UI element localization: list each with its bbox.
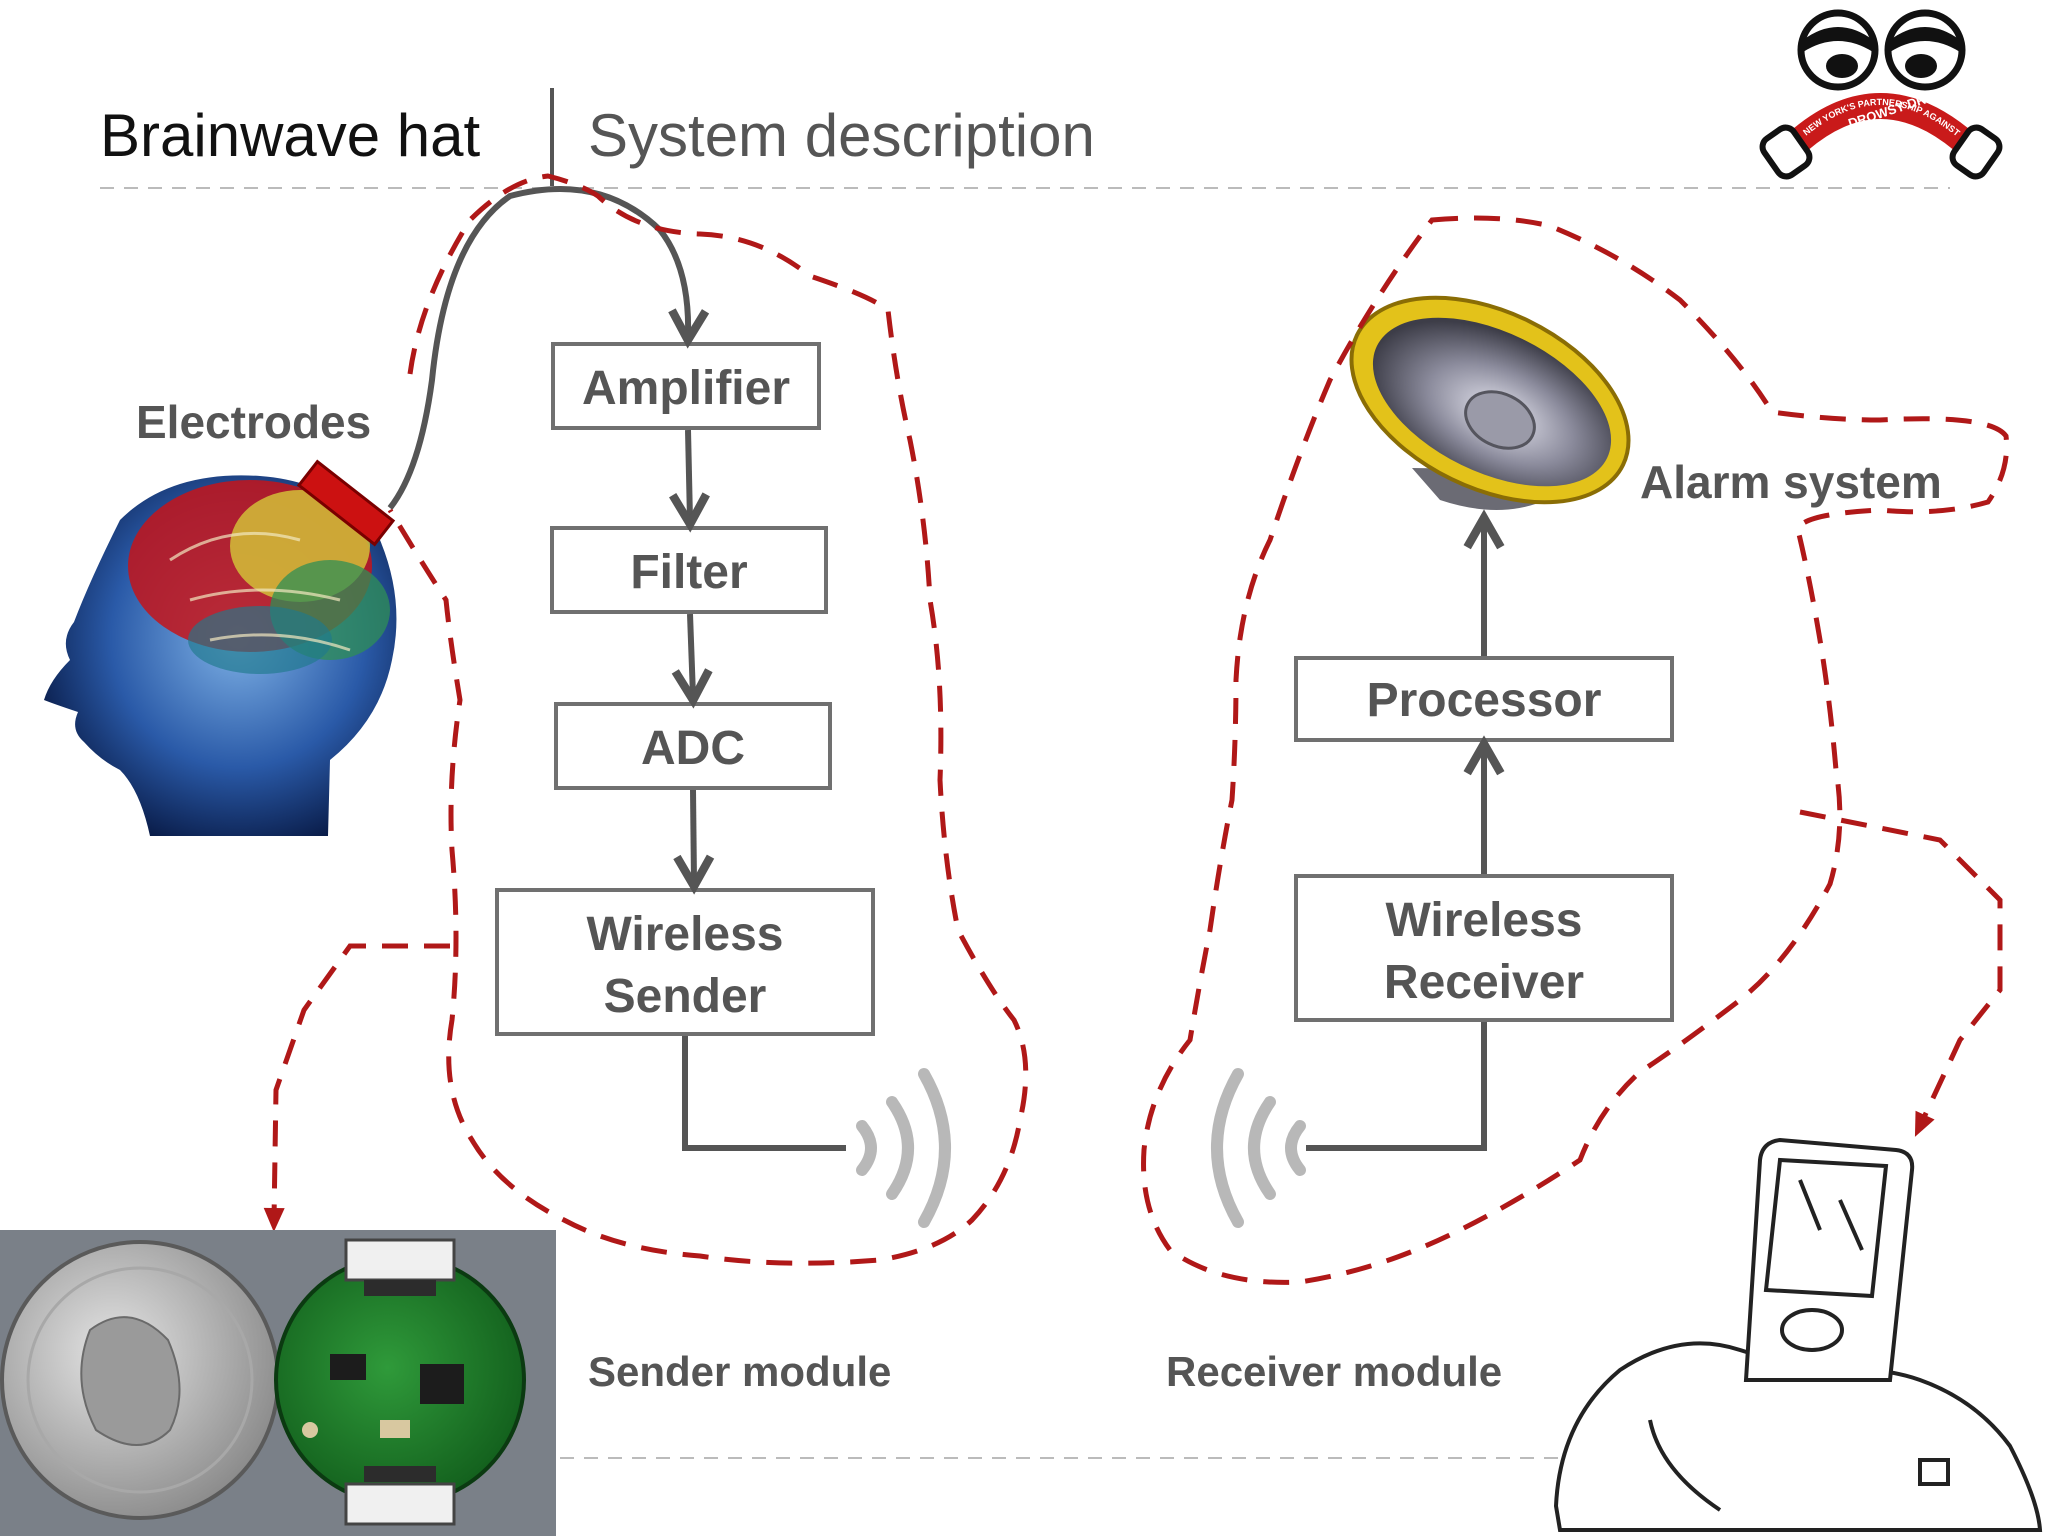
filter-to-adc-arrow <box>690 613 693 696</box>
wireless-sender-box: Wireless Sender <box>495 888 875 1036</box>
speaker-icon <box>1349 295 1631 510</box>
electrodes-label: Electrodes <box>136 396 371 448</box>
wireless-sender-label-line1: Wireless <box>586 908 783 961</box>
sender-photo-pointer <box>263 943 450 1232</box>
wireless-receiver-box: Wireless Receiver <box>1294 874 1674 1022</box>
sender-module-boundary <box>387 173 1029 1266</box>
alarm-system-label: Alarm system <box>1640 456 1942 508</box>
sender-antenna-line <box>682 1036 846 1151</box>
brain-head-image <box>44 475 397 836</box>
adc-to-sender-arrow <box>693 789 694 882</box>
wireless-wave-icon <box>1211 1068 1306 1228</box>
amplifier-to-filter-arrow <box>688 429 690 520</box>
filter-box: Filter <box>550 526 828 614</box>
wireless-receiver-label-line1: Wireless <box>1385 894 1582 947</box>
processor-box: Processor <box>1294 656 1674 742</box>
wireless-receiver-label-line2: Receiver <box>1384 956 1584 1009</box>
amplifier-label: Amplifier <box>582 362 790 415</box>
phone-dock-icon <box>1553 1137 2043 1532</box>
drowsy-eyes-logo: NEW YORK'S PARTNERSHIP AGAINST DROWSY DR… <box>1759 9 2003 180</box>
wireless-sender-label-line2: Sender <box>604 970 767 1023</box>
receiver-module-boundary <box>1141 215 2010 1285</box>
adc-box: ADC <box>554 702 832 790</box>
filter-label: Filter <box>630 546 747 599</box>
receiver-antenna-line <box>1306 1022 1487 1151</box>
page-title: Brainwave hat <box>100 102 481 169</box>
electrode-wire-arrow <box>387 185 688 510</box>
amplifier-box: Amplifier <box>551 342 821 430</box>
sender-module-label: Sender module <box>588 1348 891 1395</box>
receiver-module-label: Receiver module <box>1166 1348 1502 1395</box>
receiver-dock-pointer <box>1799 809 2003 1137</box>
coin-circuit-photo <box>0 1230 556 1536</box>
electrode-pad <box>296 459 396 547</box>
page-subtitle: System description <box>588 102 1095 169</box>
adc-label: ADC <box>641 722 745 775</box>
wireless-wave-icon <box>856 1068 951 1228</box>
processor-label: Processor <box>1367 674 1602 727</box>
